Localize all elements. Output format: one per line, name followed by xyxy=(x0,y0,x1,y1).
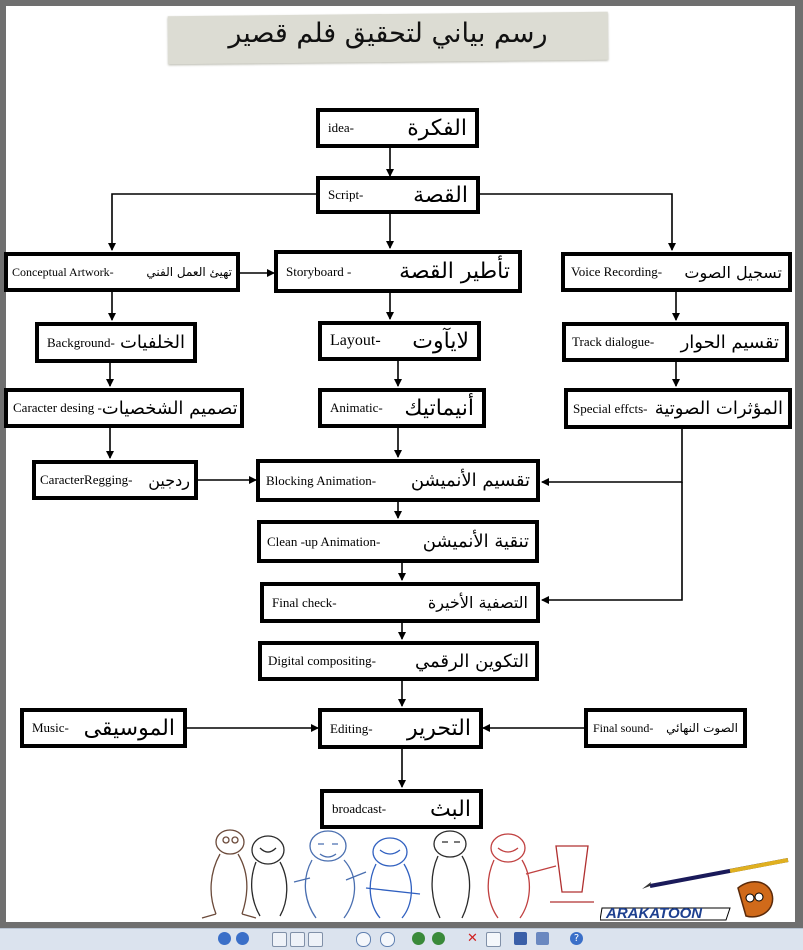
node-label-ar: تصميم الشخصيات xyxy=(101,397,238,419)
animation-sketch-illustration xyxy=(201,829,594,919)
logo-text: ARAKATOON xyxy=(605,905,703,922)
node-blocking-animation: Blocking Animation- تقسيم الأنميشن xyxy=(256,459,540,502)
rotate-left-icon[interactable] xyxy=(412,932,425,945)
rotate-right-icon[interactable] xyxy=(432,932,445,945)
node-script: Script- القصة xyxy=(316,176,480,214)
node-label-en: Final sound- xyxy=(593,720,654,735)
node-label-ar: الخلفيات xyxy=(119,332,185,353)
next-page-icon[interactable] xyxy=(236,932,249,945)
node-label-en: Animatic- xyxy=(330,400,383,415)
link-special-blocking xyxy=(541,428,683,486)
arakatoon-logo: ARAKATOON xyxy=(600,858,789,922)
node-label-en: Special effcts- xyxy=(573,400,648,416)
email-icon[interactable] xyxy=(536,932,549,945)
node-label-en: Voice Recording- xyxy=(571,264,663,279)
node-final-check: Final check- التصفية الأخيرة xyxy=(260,582,540,623)
delete-icon[interactable]: ✕ xyxy=(467,931,478,946)
node-cleanup-animation: Clean -up Animation- تنقية الأنميشن xyxy=(257,520,539,563)
node-label-ar: الموسيقى xyxy=(83,715,175,741)
node-label-en: Storyboard - xyxy=(286,263,352,279)
node-label-en: Final check- xyxy=(272,594,337,610)
help-icon[interactable]: ? xyxy=(570,932,583,945)
zoom-in-icon[interactable] xyxy=(356,932,371,947)
node-label-ar: تهيئ العمل الفني xyxy=(146,265,232,279)
node-label-en: Blocking Animation- xyxy=(266,472,377,488)
node-label-ar: التصفية الأخيرة xyxy=(427,593,528,612)
node-voice-recording: Voice Recording- تسجيل الصوت xyxy=(561,252,792,292)
node-layout: Layout- لايآوت xyxy=(318,321,481,361)
node-label-ar: المؤثرات الصوتية xyxy=(654,398,783,419)
node-label-ar: القصة xyxy=(413,182,468,208)
node-label-en: CaracterRegging- xyxy=(40,472,133,487)
node-label-en: Editing- xyxy=(330,720,373,736)
copy-icon[interactable] xyxy=(486,932,501,947)
node-character-design: Caracter desing - تصميم الشخصيات xyxy=(4,388,244,428)
node-broadcast: broadcast- البث xyxy=(320,789,483,829)
node-conceptual-artwork: Conceptual Artwork- تهيئ العمل الفني xyxy=(4,252,240,292)
node-label-ar: الصوت النهائي xyxy=(666,721,738,735)
viewer-toolbar xyxy=(0,928,803,950)
node-label-ar: البث xyxy=(429,796,471,822)
node-label-ar: تأطير القصة xyxy=(399,259,510,284)
diagram-title: رسم بياني لتحقيق فلم قصير xyxy=(228,18,548,49)
node-label-ar: الفكرة xyxy=(407,115,467,141)
actual-size-icon[interactable] xyxy=(308,932,323,947)
node-special-effects: Special effcts- المؤثرات الصوتية xyxy=(564,388,792,429)
node-final-sound: Final sound- الصوت النهائي xyxy=(584,708,747,748)
previous-page-icon[interactable] xyxy=(218,932,231,945)
node-idea: idea- الفكرة xyxy=(316,108,479,148)
node-storyboard: Storyboard - تأطير القصة xyxy=(274,250,522,293)
node-label-en: Script- xyxy=(328,187,364,202)
node-label-ar: التحرير xyxy=(406,716,471,741)
node-label-ar: تنقية الأنميشن xyxy=(422,531,529,552)
node-digital-compositing: Digital compositing- التكوين الرقمي xyxy=(258,641,539,681)
node-label-ar: لايآوت xyxy=(412,328,469,354)
node-label-en: Clean -up Animation- xyxy=(267,533,381,549)
node-music: Music- الموسيقى xyxy=(20,708,187,748)
link-script-conceptual xyxy=(108,193,316,251)
node-label-en: Conceptual Artwork- xyxy=(12,264,114,279)
node-label-en: Music- xyxy=(32,720,69,735)
node-label-en: Background- xyxy=(47,334,115,350)
node-label-ar: أنيماتيك xyxy=(404,395,474,421)
node-label-ar: تقسيم الأنميشن xyxy=(410,470,530,491)
node-track-dialogue: Track dialogue- تقسيم الحوار xyxy=(562,322,789,362)
node-label-en: Caracter desing - xyxy=(13,400,102,415)
node-editing: Editing- التحرير xyxy=(318,708,483,749)
node-label-ar: تسجيل الصوت xyxy=(684,262,782,282)
node-label-en: Track dialogue- xyxy=(572,334,655,349)
node-label-ar: ردجين xyxy=(148,470,190,490)
link-script-voice xyxy=(480,193,676,251)
save-icon[interactable] xyxy=(514,932,527,945)
node-animatic: Animatic- أنيماتيك xyxy=(318,388,486,428)
slideshow-icon[interactable] xyxy=(272,932,287,947)
link-special-finalcheck xyxy=(541,482,683,604)
zoom-out-icon[interactable] xyxy=(380,932,395,947)
node-label-en: Layout- xyxy=(330,332,381,349)
node-label-en: Digital compositing- xyxy=(268,653,376,668)
print-icon[interactable] xyxy=(290,932,305,947)
node-background: Background- الخلفيات xyxy=(35,322,197,363)
node-label-en: broadcast- xyxy=(332,801,387,816)
node-label-ar: تقسيم الحوار xyxy=(680,331,779,353)
node-character-rigging: CaracterRegging- ردجين xyxy=(32,460,198,500)
node-label-en: idea- xyxy=(328,120,354,135)
node-label-ar: التكوين الرقمي xyxy=(414,650,529,672)
